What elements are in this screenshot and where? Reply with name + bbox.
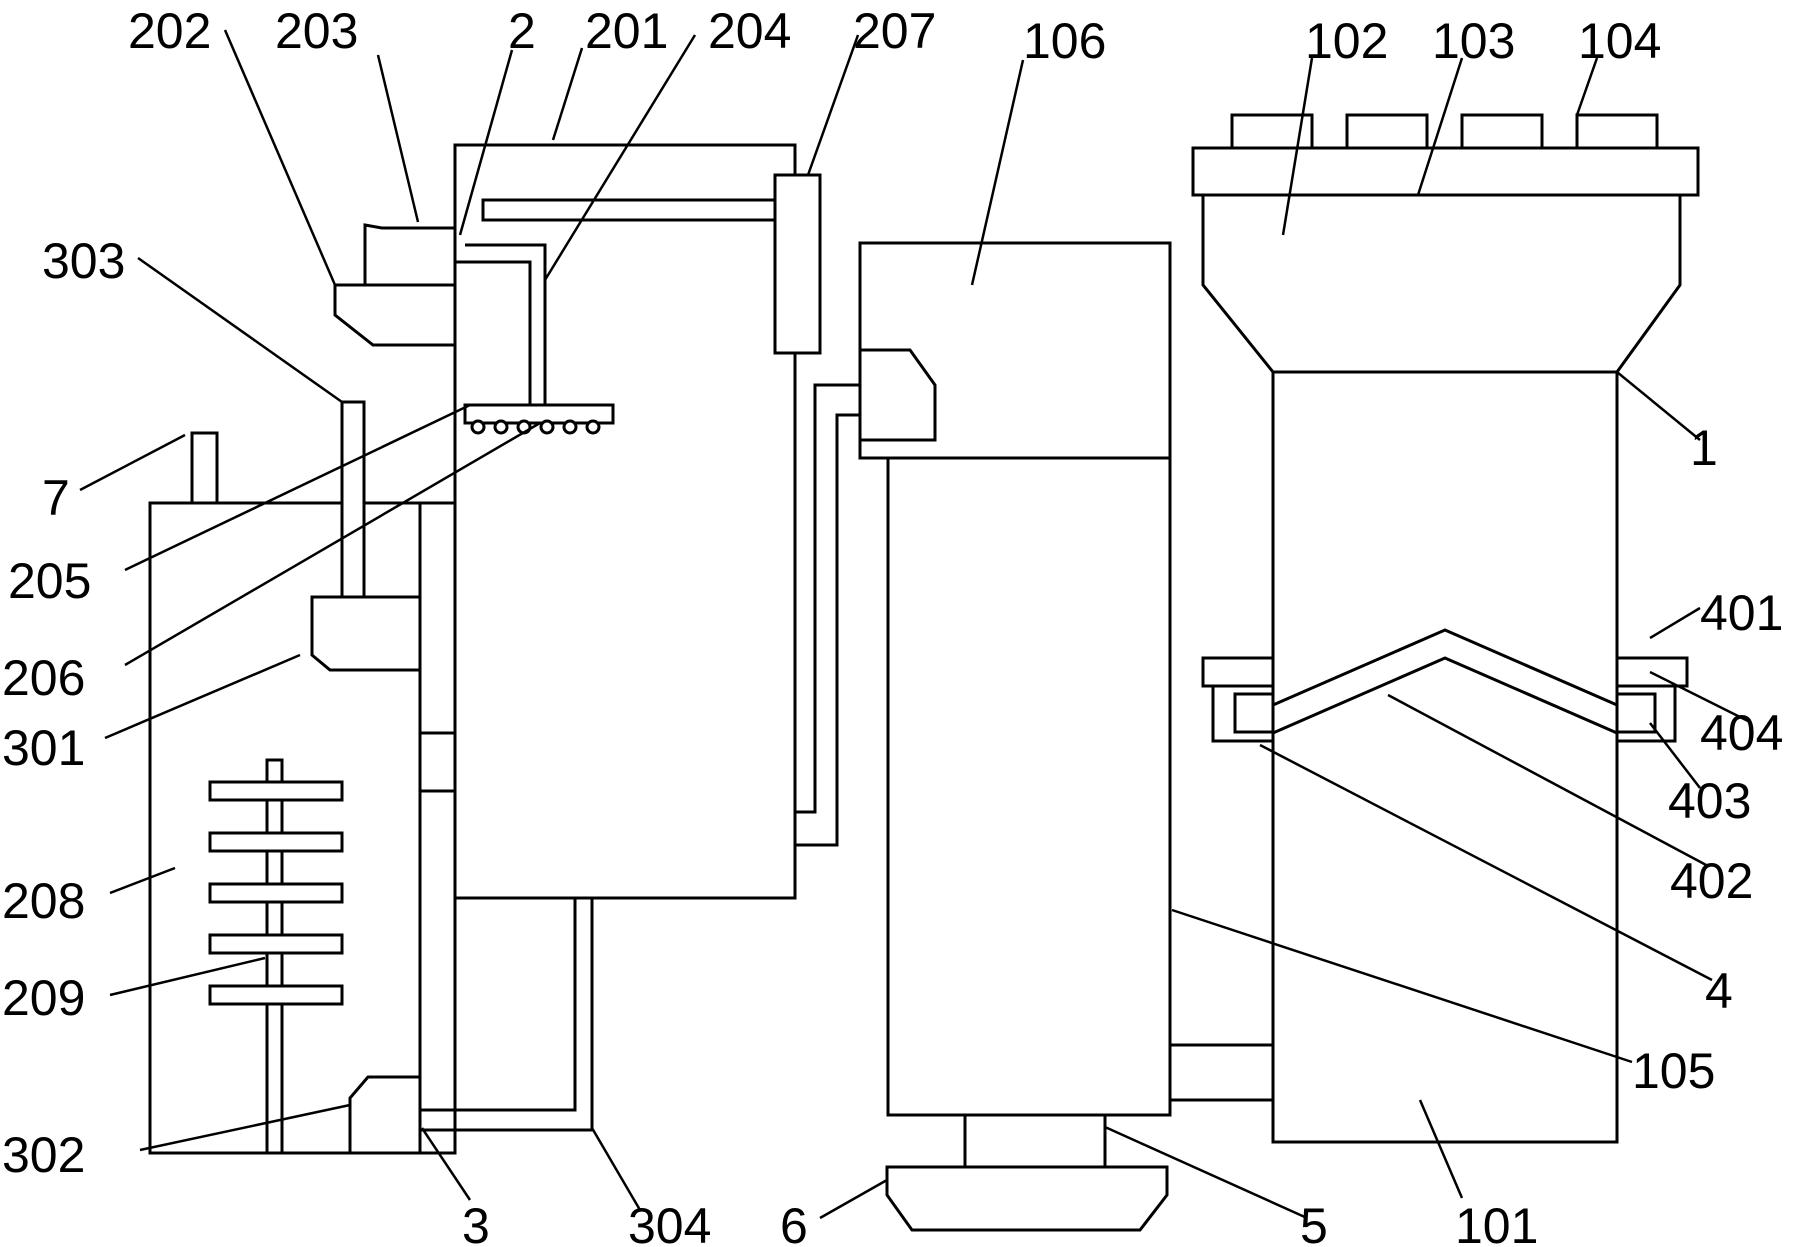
screen-plate-bottom <box>1272 656 1618 735</box>
clamp-left-upper <box>1201 656 1275 688</box>
hopper-unit-1 <box>1191 113 1700 1144</box>
label-3: 3 <box>462 1198 490 1247</box>
pump-302 <box>348 1075 422 1155</box>
transfer-pipe-outer <box>795 413 860 847</box>
pump-203 <box>363 223 457 287</box>
label-202: 202 <box>128 3 211 59</box>
stirrer-blade-5 <box>208 984 344 1006</box>
stirrer-blade-4 <box>208 933 344 955</box>
label-101: 101 <box>1455 1198 1538 1247</box>
stirrer-shaft-209 <box>265 758 284 1155</box>
connector-wall <box>418 501 457 1155</box>
label-205: 205 <box>8 553 91 609</box>
tank-unit-2 <box>333 143 822 900</box>
label-6: 6 <box>780 1198 808 1247</box>
label-403: 403 <box>1668 773 1751 829</box>
base-6 <box>885 1165 1169 1232</box>
connector-port <box>418 731 457 793</box>
connector-pipe <box>1168 1043 1275 1102</box>
label-5: 5 <box>1300 1198 1328 1247</box>
inner-frame-pipe <box>465 243 547 405</box>
label-404: 404 <box>1700 705 1783 761</box>
pump-301 <box>310 595 422 672</box>
label-209: 209 <box>2 970 85 1026</box>
clamp-left-inner <box>1233 692 1275 734</box>
label-206: 206 <box>2 650 85 706</box>
spray-nozzles-206 <box>470 419 601 435</box>
left-tank-unit-3 <box>148 400 457 1155</box>
stirrer-blade-1 <box>208 780 344 802</box>
label-104: 104 <box>1578 13 1661 69</box>
label-302: 302 <box>2 1127 85 1183</box>
hopper-cap-bump-3 <box>1460 113 1544 152</box>
label-102: 102 <box>1305 13 1388 69</box>
labels: 202 203 2 201 204 207 106 102 103 104 30… <box>2 3 1783 1247</box>
label-4: 4 <box>1705 963 1733 1019</box>
valve-207 <box>773 173 822 355</box>
screen-plate-top <box>1272 628 1618 707</box>
label-2: 2 <box>508 3 536 59</box>
pump-202 <box>333 283 457 347</box>
label-204: 204 <box>708 3 791 59</box>
pipe-303 <box>340 400 366 599</box>
label-304: 304 <box>628 1198 711 1247</box>
hopper-cap-103 <box>1191 146 1700 197</box>
vent-7 <box>190 431 219 505</box>
label-208: 208 <box>2 873 85 929</box>
transfer-pipe <box>795 383 860 847</box>
label-103: 103 <box>1432 13 1515 69</box>
label-303: 303 <box>42 233 125 289</box>
leader-lines <box>79 29 1751 1220</box>
label-301: 301 <box>2 720 85 776</box>
hopper-funnel-102 <box>1201 193 1682 374</box>
clamp-right-inner <box>1615 692 1657 734</box>
return-pipe-inner <box>420 898 577 1112</box>
hopper-cap-bump-2 <box>1345 113 1429 152</box>
label-106: 106 <box>1023 13 1106 69</box>
main-body-101 <box>1271 370 1619 1144</box>
label-203: 203 <box>275 3 358 59</box>
hopper-cap-bump-4 <box>1575 113 1659 152</box>
transfer-pipe-inner <box>795 383 860 814</box>
spray-pipe-201 <box>481 198 779 222</box>
label-201: 201 <box>585 3 668 59</box>
stirrer-blade-2 <box>208 831 344 853</box>
label-7: 7 <box>42 470 70 526</box>
stirrer-blade-3 <box>208 882 344 904</box>
label-401: 401 <box>1700 585 1783 641</box>
label-207: 207 <box>853 3 936 59</box>
middle-unit <box>858 241 1275 1232</box>
label-1: 1 <box>1690 420 1718 476</box>
tank-body-2 <box>453 143 797 900</box>
middle-pump <box>858 348 937 442</box>
motor-5 <box>963 1113 1107 1169</box>
lower-box-105 <box>886 456 1172 1117</box>
inner-frame <box>455 260 532 405</box>
label-402: 402 <box>1670 853 1753 909</box>
label-105: 105 <box>1632 1043 1715 1099</box>
